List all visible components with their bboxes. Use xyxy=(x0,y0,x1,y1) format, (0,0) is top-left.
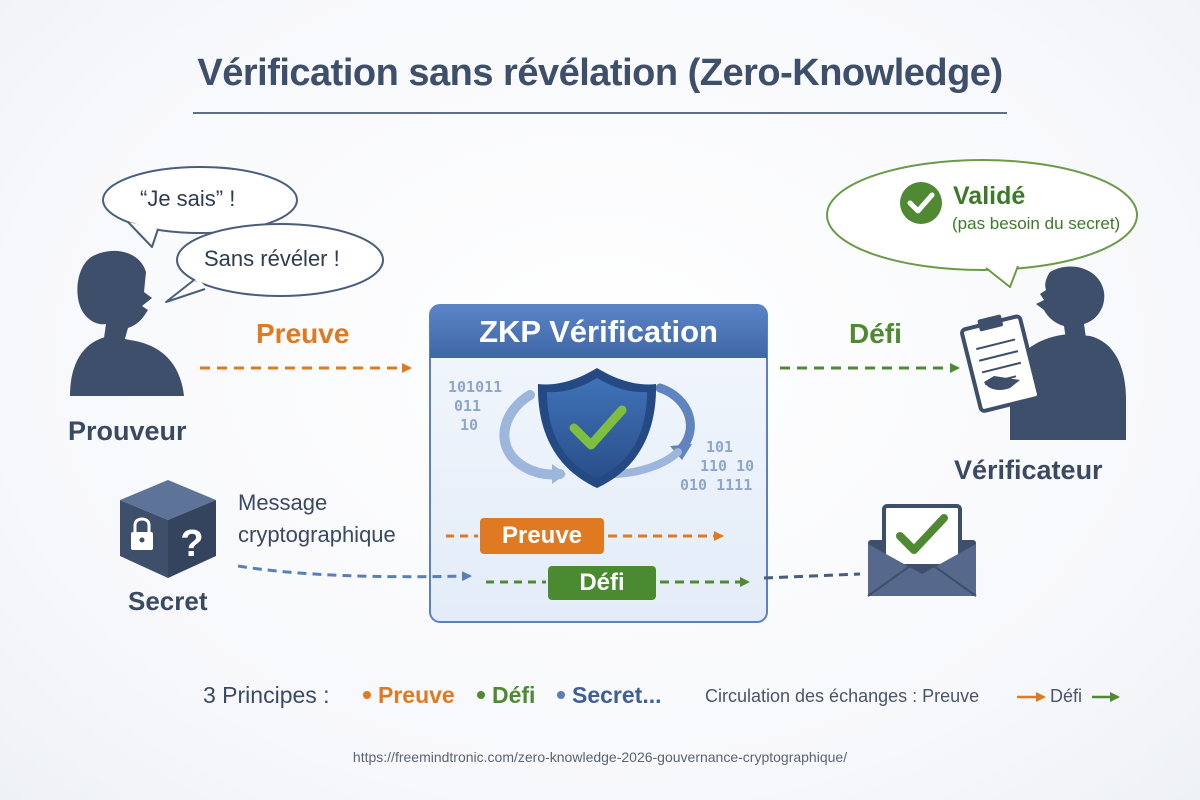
challenge-pill: Défi xyxy=(548,566,656,600)
principle-challenge: Défi xyxy=(492,682,536,708)
binary-left-line-2: 011 xyxy=(454,397,482,415)
envelope-check-icon xyxy=(867,504,977,597)
lock-question-cube-icon: ? xyxy=(120,480,216,578)
bubble-text-je-sais: “Je sais” ! xyxy=(140,186,236,211)
verifier-status: Validé xyxy=(953,182,1026,210)
checkmark-circle-icon xyxy=(900,182,942,224)
binary-left-line-1: 101011 xyxy=(448,378,503,396)
bullet-blue xyxy=(557,691,565,699)
proof-flow-label: Preuve xyxy=(256,318,350,349)
prover-label: Prouveur xyxy=(68,416,187,446)
binary-right-line-2: 110 10 xyxy=(700,457,755,475)
verifier-label: Vérificateur xyxy=(954,455,1103,485)
message-arrow xyxy=(237,564,472,582)
message-label-line-2: cryptographique xyxy=(238,522,396,547)
svg-text:?: ? xyxy=(180,523,203,565)
outer-challenge-dash xyxy=(763,572,861,580)
speech-bubble-1 xyxy=(102,166,298,248)
exchange-label: Circulation des échanges : Preuve xyxy=(705,686,980,706)
page-title: Vérification sans révélation (Zero-Knowl… xyxy=(197,52,1003,94)
message-label-line-1: Message xyxy=(238,490,328,515)
binary-left: 101011 011 10 xyxy=(448,378,502,435)
shield-check-icon xyxy=(537,368,657,488)
challenge-flow-label: Défi xyxy=(849,318,902,349)
speech-bubble-2 xyxy=(165,223,384,303)
verifier-clipboard-icon xyxy=(960,266,1126,440)
bubble-text-sans-reveler: Sans révéler ! xyxy=(204,246,340,271)
bullet-green xyxy=(477,691,485,699)
source-url: https://freemindtronic.com/zero-knowledg… xyxy=(352,749,848,765)
principle-proof: Preuve xyxy=(378,682,455,708)
secret-label: Secret xyxy=(128,586,208,616)
verifier-bubble xyxy=(826,159,1138,288)
proof-pill: Preuve xyxy=(480,518,604,554)
binary-left-line-3: 10 xyxy=(460,416,479,434)
binary-right-line-3: 010 1111 xyxy=(680,476,753,494)
person-speaking-icon xyxy=(70,250,184,396)
verifier-status-note: (pas besoin du secret) xyxy=(952,214,1121,233)
binary-right-line-1: 101 xyxy=(706,438,734,456)
bullet-orange xyxy=(363,691,371,699)
zkp-box-title: ZKP Vérification xyxy=(479,314,718,349)
exchange-end-label: Défi xyxy=(1050,686,1083,706)
binary-right: 101 110 10 010 1111 xyxy=(680,438,755,495)
principles-label: 3 Principes : xyxy=(203,682,330,708)
principle-secret: Secret... xyxy=(572,682,662,708)
